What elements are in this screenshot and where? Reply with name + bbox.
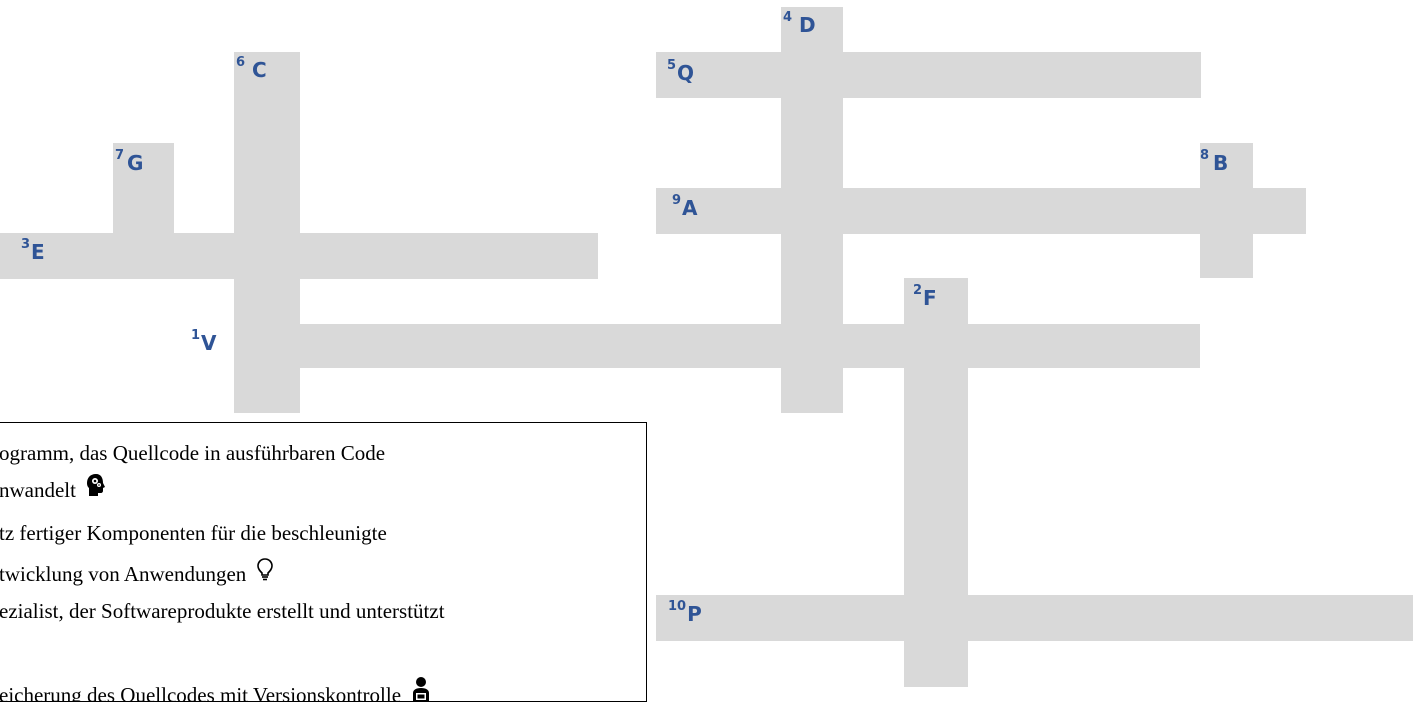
head-gears-icon <box>85 473 107 501</box>
label-1: 1V <box>191 328 217 355</box>
clue-line-2: nwandelt <box>0 473 107 501</box>
word-7-vertical <box>113 143 174 235</box>
word-1-horizontal <box>234 324 1200 368</box>
label-2: 2F <box>913 283 937 310</box>
label-3: 3E <box>21 237 45 264</box>
person-laptop-icon <box>410 676 432 701</box>
word-9-horizontal <box>656 188 1306 234</box>
clue-box: ogramm, das Quellcode in ausführbaren Co… <box>0 422 647 702</box>
clue-line-1: ogramm, das Quellcode in ausführbaren Co… <box>0 441 386 465</box>
word-10-horizontal <box>656 595 1413 641</box>
label-5: 5Q <box>667 58 695 85</box>
lightbulb-icon <box>256 557 274 585</box>
clue-line-4: twicklung von Anwendungen <box>0 557 274 585</box>
word-5-horizontal <box>656 52 1201 98</box>
clue-line-3: tz fertiger Komponenten für die beschleu… <box>0 521 387 545</box>
label-10: 10P <box>668 599 702 626</box>
clue-line-6: eicherung des Quellcodes mit Versionskon… <box>0 676 432 701</box>
clue-line-5: ezialist, der Softwareprodukte erstellt … <box>0 599 445 623</box>
word-8-vertical <box>1200 143 1253 278</box>
label-9: 9A <box>672 193 698 220</box>
